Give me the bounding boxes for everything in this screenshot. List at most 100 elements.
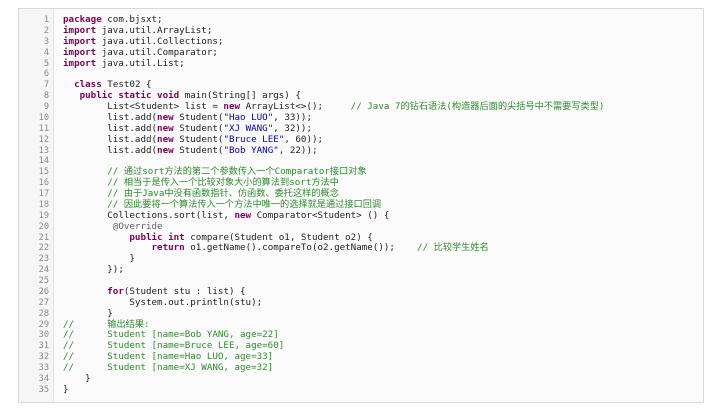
code-token: , 60)); (284, 133, 324, 145)
code-token: java.util.List; (96, 57, 185, 69)
code-token: public int (129, 231, 185, 243)
code-token: compare(Student o1, Student o2) { (184, 231, 373, 243)
code-text: // 相当于是传入一个比较对象大小的算法到sort方法中 (63, 177, 703, 189)
code-token (63, 232, 129, 243)
code-token: main(String[] args) { (179, 90, 301, 102)
code-text: import java.util.List; (63, 57, 703, 70)
code-text: } (63, 383, 703, 396)
line-number: 18 (38, 199, 49, 210)
line-number: 15 (38, 167, 49, 178)
code-token: new (157, 122, 174, 134)
code-token: List<Student> list = (63, 101, 224, 112)
code-line: 34 } (19, 373, 703, 385)
code-token: for (107, 285, 124, 297)
code-text: list.add(new Student("XJ WANG", 32)); (63, 122, 703, 135)
code-token: // Student [name=Hao LUO, age=33] (63, 351, 274, 363)
code-token: package (63, 14, 102, 25)
code-token: // 输出结果: (63, 318, 150, 330)
code-text: list.add(new Student("Hao LUO", 33)); (63, 111, 703, 124)
code-token: Student( (173, 133, 224, 145)
line-number: 20 (38, 221, 49, 232)
code-token: Collections.sort(list, (63, 209, 235, 221)
code-line: 25 (19, 276, 703, 287)
code-token: import (63, 24, 97, 36)
code-text: // 由于Java中没有函数指针、仿函数、委托这样的概念 (63, 188, 703, 200)
code-token: java.util.Collections; (96, 35, 224, 47)
code-text: list.add(new Student("Bob YANG", 22)); (63, 144, 703, 157)
line-number: 14 (38, 156, 49, 167)
line-number: 27 (38, 297, 49, 308)
code-line: 26 for(Student stu : list) { (19, 285, 703, 298)
line-number: 30 (38, 330, 49, 341)
line-number: 9 (43, 102, 49, 112)
code-line: 22 return o1.getName().compareTo(o2.getN… (19, 242, 703, 254)
line-number: 35 (38, 384, 49, 395)
code-token: public static void (79, 90, 180, 102)
code-token: new (157, 133, 174, 145)
line-number: 12 (38, 134, 49, 145)
code-token: new (157, 111, 174, 123)
code-text: }); (63, 264, 703, 276)
code-token: import (63, 46, 97, 58)
line-number: 16 (38, 178, 49, 189)
code-text: public static void main(String[] args) { (63, 90, 703, 102)
code-line: 24 }); (19, 264, 703, 276)
code-token: // 由于Java中没有函数指针、仿函数、委托这样的概念 (107, 188, 339, 199)
code-text: @Override (63, 220, 703, 233)
code-token: , 33)); (273, 111, 312, 123)
code-line: 33// Student [name=XJ WANG, age=32] (19, 362, 703, 374)
code-text: // 输出结果: (63, 318, 703, 331)
code-text: public int compare(Student o1, Student o… (63, 231, 703, 244)
code-token: class (74, 79, 102, 91)
code-token: } (63, 307, 113, 319)
code-token: // Student [name=XJ WANG, age=32] (63, 362, 274, 373)
code-line: 7 class Test02 { (19, 79, 703, 91)
code-token: Student( (173, 111, 224, 123)
line-number-gutter (19, 9, 54, 402)
line-number: 13 (38, 145, 49, 156)
code-line: 19 Collections.sort(list, new Comparator… (19, 209, 703, 222)
code-token: // 比较学生姓名 (417, 242, 489, 254)
code-token (63, 166, 107, 177)
code-token: import (63, 57, 97, 69)
code-line: 16 // 相当于是传入一个比较对象大小的算法到sort方法中 (19, 177, 703, 189)
code-text: // 通过sort方法的第二个参数传入一个Comparator接口对象 (63, 166, 703, 178)
line-number: 22 (38, 243, 49, 254)
code-line: 10 list.add(new Student("Hao LUO", 33)); (19, 111, 703, 124)
code-token: // Student [name=Bruce LEE, age=60] (63, 340, 285, 352)
line-number: 23 (38, 254, 49, 265)
line-number: 19 (38, 210, 49, 221)
line-number: 17 (38, 189, 49, 199)
code-token: } (63, 383, 69, 395)
code-text: // Student [name=Hao LUO, age=33] (63, 351, 703, 363)
code-line: 11 list.add(new Student("XJ WANG", 32)); (19, 122, 703, 135)
code-line: 12 list.add(new Student("Bruce LEE", 60)… (19, 133, 703, 146)
code-token: @Override (112, 220, 163, 232)
code-token: , 22)); (278, 144, 318, 156)
code-text: } (63, 307, 703, 320)
code-token: "Hao LUO" (223, 111, 274, 123)
code-line: 28 } (19, 307, 703, 320)
code-token: "Bob YANG" (223, 144, 279, 156)
line-number: 4 (43, 47, 49, 58)
line-number: 32 (38, 352, 49, 363)
code-line: 18 // 因此要将一个算法传入一个方法中唯一的选择就是通过接口回调 (19, 199, 703, 211)
code-token (63, 90, 80, 101)
line-number: 31 (38, 341, 49, 352)
code-text: // 因此要将一个算法传入一个方法中唯一的选择就是通过接口回调 (63, 199, 703, 211)
code-line: 8 public static void main(String[] args)… (19, 90, 703, 102)
code-token: Student( (173, 122, 224, 134)
code-token: java.util.ArrayList; (96, 24, 213, 36)
code-text: import java.util.ArrayList; (63, 24, 703, 37)
line-number: 1 (43, 15, 49, 25)
code-token (63, 242, 152, 253)
code-text: import java.util.Comparator; (63, 46, 703, 59)
code-token: // 相当于是传入一个比较对象大小的算法到sort方法中 (107, 177, 339, 189)
code-token: return (151, 242, 185, 254)
code-token: o1.getName().compareTo(o2.getName()); (184, 242, 418, 254)
code-token (63, 188, 107, 199)
code-token: Student( (173, 144, 224, 156)
line-number: 10 (38, 112, 49, 123)
